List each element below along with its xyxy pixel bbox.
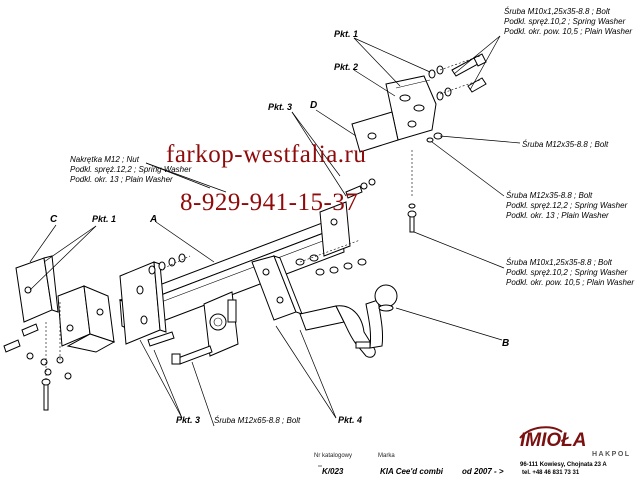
bolt-m12-b-label: Śruba M12x35-8.8 ; Bolt — [506, 191, 593, 200]
pkt4-label: Pkt. 4 — [338, 415, 362, 425]
beam-left-plate — [119, 261, 167, 345]
manufacturer-address: 96-111 Kowiesy, Chojnata 23 A — [520, 462, 607, 468]
tow-ball — [299, 284, 398, 358]
watermark-phone: 8-929-941-15-37 — [180, 189, 358, 216]
pkt1-top-label: Pkt. 1 — [334, 29, 358, 39]
leader-lines — [29, 35, 521, 427]
plain-13-b-label: Podkl. okr. 13 ; Plain Washer — [506, 211, 609, 220]
spring-10-mid-label: Podkl. spręż.10,2 ; Spring Washer — [506, 268, 628, 277]
catalog-label: Nr katalogowy — [314, 453, 352, 459]
spring-10-top-label: Podkl. spręż.10,2 ; Spring Washer — [504, 17, 626, 26]
letter-a-label: A — [149, 214, 157, 225]
top-bolt-set — [428, 53, 487, 101]
pkt3-top-label: Pkt. 3 — [268, 102, 292, 112]
plain-105-mid-label: Podkl. okr. pow. 10,5 ; Plain Washer — [506, 278, 634, 287]
beam-right-plate — [319, 201, 351, 257]
bolt-m12-a-label: Śruba M12x35-8.8 ; Bolt — [522, 140, 609, 149]
bolt-m12-65-label: Śruba M12x65-8.8 ; Bolt — [214, 416, 301, 425]
letter-b-label: B — [502, 338, 509, 349]
plain-105-top-label: Podkl. okr. pow. 10,5 ; Plain Washer — [504, 27, 632, 36]
logo-text: IMIOŁA — [520, 430, 587, 451]
alignment-lines — [45, 55, 481, 380]
manufacturer-logo: IMIOŁA HAKPOL — [519, 426, 631, 458]
pkt2-label: Pkt. 2 — [334, 62, 358, 72]
left-bolt-set — [3, 323, 72, 411]
bolt-m10-top-label: Śruba M10x1,25x35-8.8 ; Bolt — [504, 7, 611, 16]
letter-d-label: D — [310, 100, 317, 111]
spring-12-b-label: Podkl. spręż.12,2 ; Spring Washer — [506, 201, 628, 210]
beam-nut-set — [148, 178, 376, 276]
left-mounting-bracket — [15, 255, 116, 353]
pkt1-left-label: Pkt. 1 — [92, 214, 116, 224]
right-mounting-bracket — [351, 75, 437, 153]
catalog-number: K/023 — [322, 467, 344, 476]
letter-c-label: C — [50, 214, 58, 225]
manufacturer-phone: tel. +48 46 831 73 31 — [522, 470, 580, 476]
socket-plate — [203, 291, 239, 357]
right-bolt-set — [407, 132, 443, 233]
plain-13-left-label: Podkl. okr. 13 ; Plain Washer — [70, 175, 173, 184]
logo-subtext: HAKPOL — [592, 451, 631, 458]
brand-label: Marka — [378, 453, 395, 459]
spring-12-left-label: Podkl. spręż.12,2 ; Spring Washer — [70, 165, 192, 174]
bolt-m10-mid-label: Śruba M10x1,25x35-8.8 ; Bolt — [506, 258, 613, 267]
bottom-bolt-set — [147, 331, 213, 365]
pkt3-bottom-label: Pkt. 3 — [176, 415, 200, 425]
watermark-site: farkop-westfalia.ru — [166, 141, 366, 168]
vehicle-model: KIA Cee'd combi — [380, 467, 444, 476]
nut-m12-label: Nakrętka M12 ; Nut — [70, 155, 140, 164]
vehicle-years: od 2007 - > — [462, 467, 504, 476]
